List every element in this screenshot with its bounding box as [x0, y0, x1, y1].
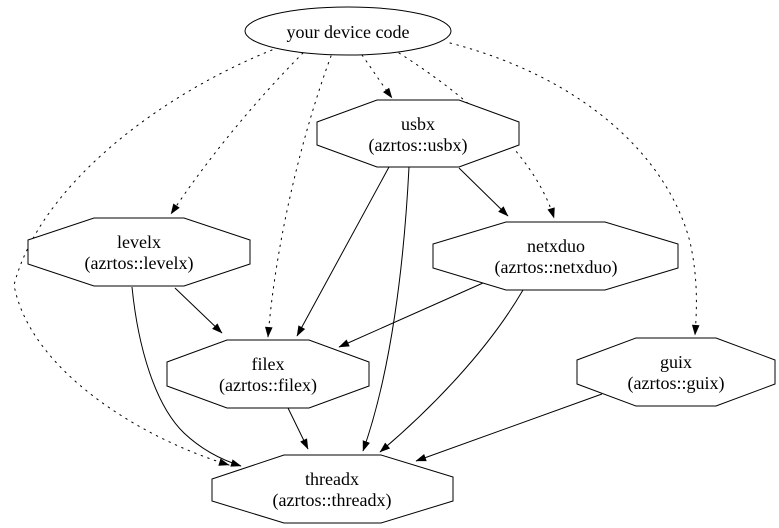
netxduo-label: netxduo [527, 236, 585, 256]
node-netxduo: netxduo (azrtos::netxduo) [432, 221, 679, 291]
edge-levelx-to-threadx [131, 286, 242, 467]
usbx-octagon [316, 99, 520, 168]
edge-netxduo-to-threadx [379, 289, 524, 453]
levelx-label: levelx [117, 232, 161, 252]
edge-usbx-to-filex [296, 166, 390, 337]
guix-label: guix [660, 352, 692, 372]
filex-label: filex [252, 354, 285, 374]
threadx-package-label: (azrtos::threadx) [273, 490, 392, 511]
usbx-package-label: (azrtos::usbx) [369, 135, 468, 156]
netxduo-octagon [432, 221, 679, 291]
edge-usbx-to-threadx [362, 166, 410, 452]
levelx-octagon [27, 217, 251, 287]
node-guix: guix (azrtos::guix) [576, 337, 776, 407]
netxduo-package-label: (azrtos::netxduo) [495, 257, 618, 278]
threadx-octagon [211, 454, 454, 524]
guix-package-label: (azrtos::guix) [628, 373, 725, 394]
node-threadx: threadx (azrtos::threadx) [211, 454, 454, 524]
edge-device-to-threadx [13, 49, 273, 466]
edge-usbx-to-netxduo [458, 167, 509, 217]
edge-filex-to-threadx [287, 407, 309, 450]
node-levelx: levelx (azrtos::levelx) [27, 217, 251, 287]
node-device: your device code [244, 6, 452, 56]
threadx-label: threadx [305, 469, 359, 489]
edge-levelx-to-filex [174, 287, 223, 334]
guix-octagon [576, 337, 776, 407]
device-ellipse [244, 6, 452, 56]
usbx-label: usbx [401, 114, 435, 134]
edge-device-to-filex [265, 55, 332, 338]
node-filex: filex (azrtos::filex) [166, 339, 370, 409]
levelx-package-label: (azrtos::levelx) [85, 253, 194, 274]
edge-device-to-guix [449, 42, 700, 336]
edge-device-to-usbx [361, 54, 393, 99]
node-usbx: usbx (azrtos::usbx) [316, 99, 520, 168]
filex-octagon [166, 339, 370, 409]
filex-package-label: (azrtos::filex) [219, 375, 317, 396]
device-label: your device code [287, 22, 410, 42]
edge-device-to-levelx [170, 52, 304, 215]
edge-layer [13, 42, 700, 467]
edge-guix-to-threadx [415, 393, 603, 462]
edge-netxduo-to-filex [338, 282, 484, 348]
